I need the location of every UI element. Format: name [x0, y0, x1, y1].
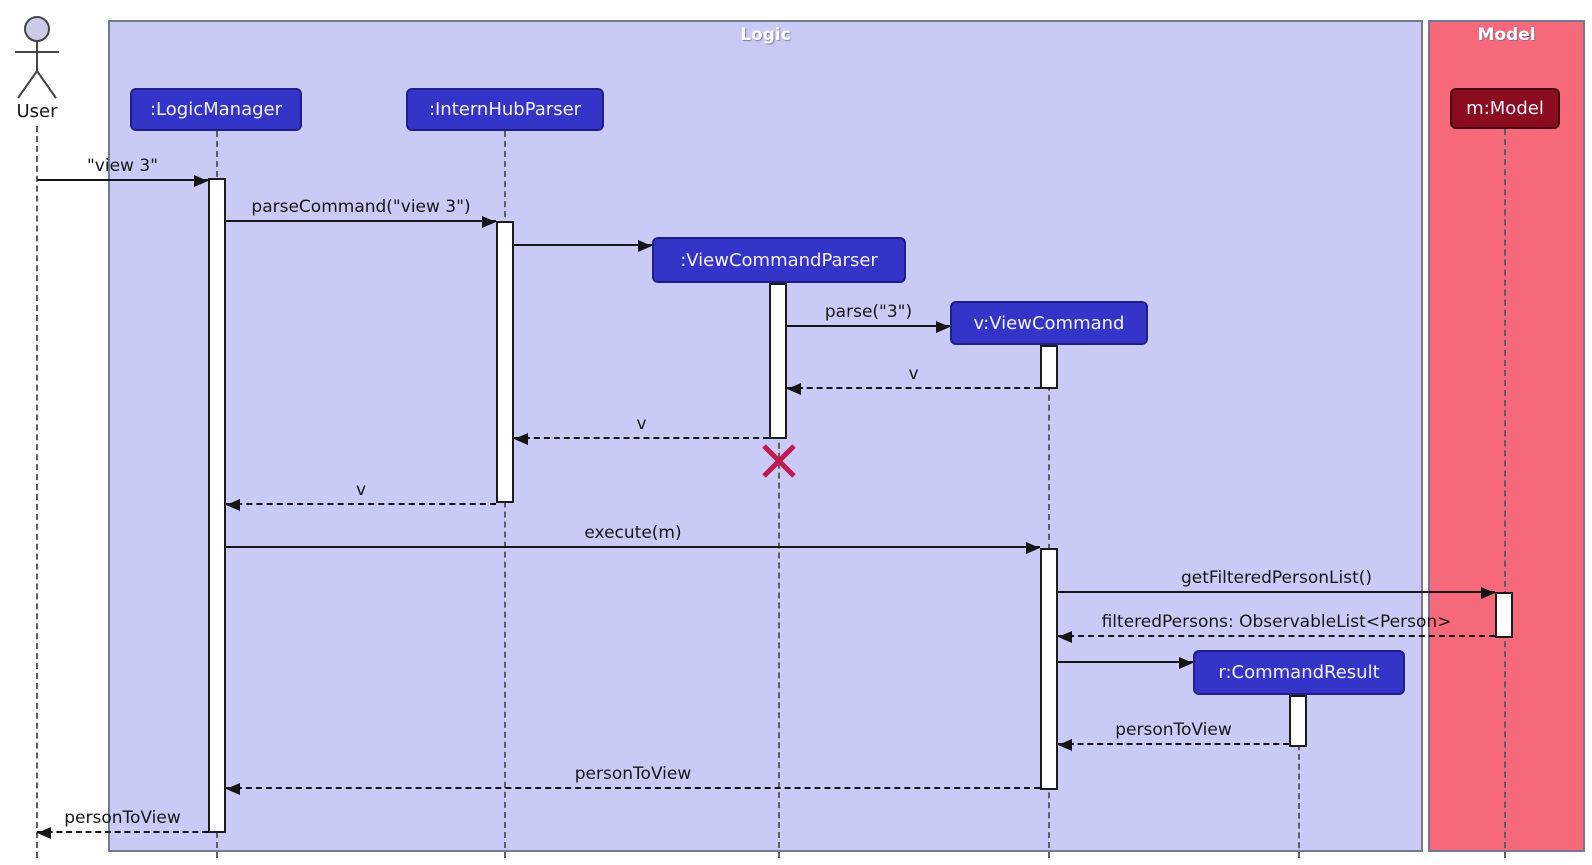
message-view3: "view 3" — [37, 156, 208, 187]
arrowhead-icon — [514, 433, 528, 445]
model-frame-title: Model — [1477, 25, 1536, 45]
activation-commandresult — [1289, 695, 1307, 747]
arrowhead-icon — [1058, 631, 1072, 643]
participant-model: m:Model — [1450, 88, 1560, 129]
logic-frame-title: Logic — [740, 25, 791, 45]
message-label: filteredPersons: ObservableList<Person> — [1101, 612, 1452, 632]
activation-viewcommand-2 — [1040, 548, 1058, 790]
message-label: v — [355, 480, 367, 500]
message-label: execute(m) — [584, 523, 682, 543]
message-create-viewcommandparser — [514, 221, 652, 252]
activation-internhubparser — [496, 221, 514, 503]
message-return-persontoview-3: personToView — [37, 808, 208, 839]
arrowhead-icon — [1179, 657, 1193, 669]
lifeline-viewcommandparser — [778, 283, 780, 858]
lifeline-commandresult — [1298, 695, 1300, 858]
message-label: v — [908, 364, 919, 384]
arrowhead-icon — [1058, 739, 1072, 751]
arrowhead-icon — [787, 383, 801, 395]
message-label: personToView — [1115, 720, 1232, 740]
activation-logicmanager — [208, 178, 226, 833]
arrowhead-icon — [194, 175, 208, 187]
activation-viewcommand-1 — [1040, 345, 1058, 389]
arrowhead-icon — [936, 321, 950, 333]
activation-viewcommandparser — [769, 283, 787, 439]
message-label: v — [636, 414, 647, 434]
arrowhead-icon — [1026, 542, 1040, 554]
message-parsecommand: parseCommand("view 3") — [226, 197, 496, 228]
message-label: getFilteredPersonList() — [1180, 568, 1373, 588]
arrowhead-icon — [482, 216, 496, 228]
message-label: "view 3" — [86, 156, 159, 176]
participant-viewcommandparser: :ViewCommandParser — [652, 237, 906, 283]
lifeline-model — [1504, 129, 1506, 858]
participant-logicmanager: :LogicManager — [130, 88, 302, 131]
arrowhead-icon — [226, 499, 240, 511]
arrowhead-icon — [226, 783, 240, 795]
arrowhead-icon — [638, 240, 652, 252]
arrowhead-icon — [1481, 587, 1495, 599]
message-label: parse("3") — [824, 302, 913, 322]
message-return-persontoview-2: personToView — [226, 764, 1040, 795]
model-frame: Model — [1428, 20, 1585, 852]
message-return-v-2: v — [514, 414, 769, 445]
participant-commandresult: r:CommandResult — [1193, 650, 1405, 695]
participant-viewcommand: v:ViewCommand — [950, 301, 1148, 345]
destroy-x-icon — [762, 444, 796, 478]
message-execute: execute(m) — [226, 523, 1040, 554]
message-return-v-1: v — [787, 364, 1040, 395]
message-getfilteredpersonlist: getFilteredPersonList() — [1058, 568, 1495, 599]
message-label: parseCommand("view 3") — [251, 197, 471, 217]
logic-frame: Logic — [108, 20, 1423, 852]
message-create-commandresult — [1058, 638, 1193, 669]
user-actor-label: User — [16, 101, 58, 122]
message-return-filteredpersons: filteredPersons: ObservableList<Person> — [1058, 612, 1495, 643]
arrowhead-icon — [37, 827, 51, 839]
activation-model — [1495, 592, 1513, 638]
message-return-v-3: v — [226, 480, 496, 511]
participant-internhubparser: :InternHubParser — [406, 88, 604, 131]
user-actor-icon — [15, 16, 59, 99]
message-label: personToView — [574, 764, 692, 784]
message-label: personToView — [64, 808, 181, 828]
message-parse3: parse("3") — [787, 302, 950, 333]
lifeline-user — [36, 126, 38, 858]
message-return-persontoview-1: personToView — [1058, 720, 1289, 751]
